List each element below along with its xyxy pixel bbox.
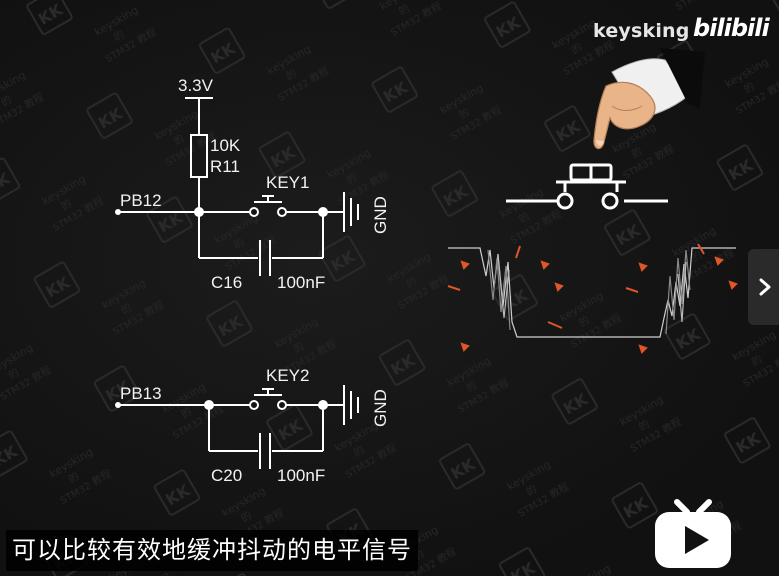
supply-label: 3.3V — [178, 76, 214, 95]
push-button-illustration — [506, 48, 705, 210]
pointing-hand-icon — [593, 48, 705, 150]
junction-node-4 — [318, 400, 328, 410]
resistor-r11 — [190, 134, 208, 178]
resistor-ref-label: R11 — [210, 157, 240, 176]
pb12-label: PB12 — [120, 191, 162, 210]
pb13-label: PB13 — [120, 384, 162, 403]
pb13-terminal — [115, 402, 121, 408]
key1-label: KEY1 — [266, 173, 309, 192]
key2-contact-left — [249, 400, 259, 410]
c20-label: C20 — [211, 466, 242, 485]
junction-node-2 — [318, 207, 328, 217]
pb12-terminal — [115, 209, 121, 215]
junction-node-1 — [194, 207, 204, 217]
junction-node-3 — [204, 400, 214, 410]
bounce-waveform — [448, 247, 736, 338]
c16-value-label: 100nF — [277, 273, 325, 292]
button-contact-right — [601, 192, 619, 210]
gnd2-label: GND — [371, 389, 390, 427]
key1-contact-right — [277, 207, 287, 217]
c16-label: C16 — [211, 273, 242, 292]
author-watermark: keysking — [593, 20, 690, 42]
subtitle-caption: 可以比较有效地缓冲抖动的电平信号 — [6, 530, 418, 571]
key1-contact-left — [249, 207, 259, 217]
gnd1-label: GND — [371, 196, 390, 234]
spark-particles — [447, 243, 738, 354]
tv-play-icon[interactable] — [651, 498, 735, 572]
button-cap — [569, 163, 613, 182]
key2-label: KEY2 — [266, 366, 309, 385]
bilibili-logo: bilibili — [693, 14, 770, 42]
resistor-value-label: 10K — [210, 136, 241, 155]
button-contact-left — [556, 192, 574, 210]
chevron-right-icon — [759, 278, 771, 296]
c20-value-label: 100nF — [277, 466, 325, 485]
next-slide-button[interactable] — [748, 249, 779, 325]
key2-contact-right — [277, 400, 287, 410]
